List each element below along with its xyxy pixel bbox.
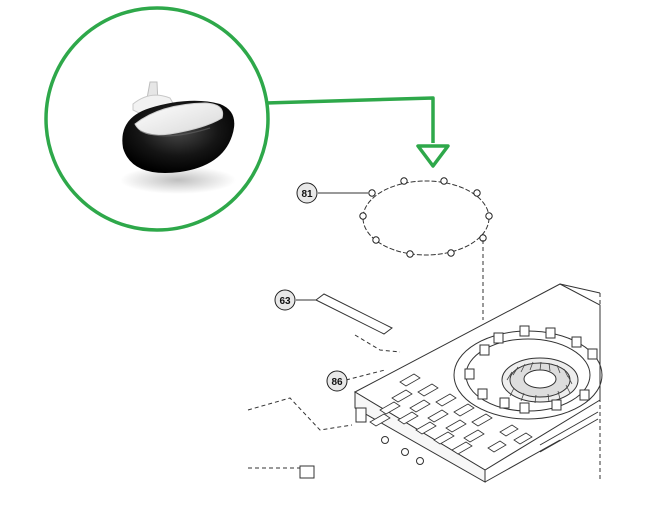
callout-86-label: 86	[331, 377, 343, 388]
callout-81-label: 81	[301, 189, 313, 200]
magnifier-callout	[44, 6, 450, 232]
callout-63-label: 63	[279, 296, 291, 307]
part-86-housing	[299, 283, 603, 483]
rubber-foot-image	[120, 81, 236, 194]
triangle-down-icon	[416, 144, 450, 168]
leader-line	[265, 96, 435, 143]
leader-lines	[247, 369, 386, 469]
callout-86: 86	[326, 370, 348, 392]
callout-63: 63	[274, 289, 296, 311]
part-63-strip	[296, 293, 401, 353]
part-81-foot-ring	[318, 177, 493, 320]
callout-81: 81	[296, 182, 318, 204]
foot-ring-outline	[362, 180, 490, 256]
